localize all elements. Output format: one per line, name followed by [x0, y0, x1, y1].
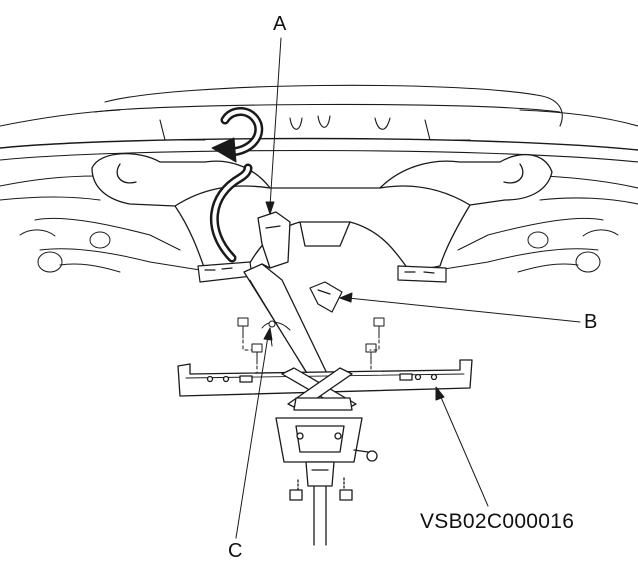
arrow-head-icon: [265, 201, 275, 215]
leader-line-code: [439, 394, 489, 507]
center-saddle: [281, 367, 357, 411]
vehicle-body: [0, 84, 638, 205]
arrow-head-icon: [435, 386, 445, 401]
leader-line-b: [347, 297, 581, 323]
left-suspension: [19, 217, 201, 273]
right-suspension: [437, 217, 619, 273]
bolt-icon: [365, 343, 377, 365]
callout-b: B: [584, 311, 598, 333]
callout-a: A: [273, 13, 287, 35]
callout-c: C: [228, 540, 243, 562]
curved-arrow-icon: [209, 107, 264, 263]
figure-code: VSB02C000016: [420, 510, 575, 533]
arrow-head-icon: [339, 292, 353, 303]
leader-line-a: [269, 37, 282, 207]
jack-head: [275, 417, 378, 546]
leader-lines: [235, 37, 581, 539]
bolt-icon: [251, 343, 263, 365]
leader-line-c: [235, 335, 269, 539]
subframe: [91, 153, 553, 273]
bolt-icon: [373, 317, 385, 339]
arrow-head-icon: [263, 327, 273, 341]
bolt-icon: [237, 317, 249, 339]
mount-brackets: [197, 261, 447, 283]
clip-part-b: [309, 281, 343, 313]
